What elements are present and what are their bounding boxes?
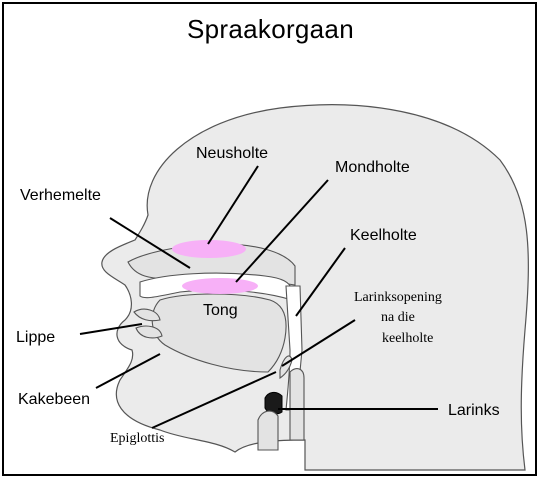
label-tong: Tong (203, 302, 238, 319)
label-larinksopening-line2: na die (381, 310, 415, 325)
esophagus (258, 411, 278, 450)
label-larinksopening-line1: Larinksopening (354, 290, 442, 305)
label-epiglottis: Epiglottis (110, 431, 164, 446)
label-keelholte: Keelholte (350, 227, 417, 244)
label-mondholte: Mondholte (335, 159, 410, 176)
label-verhemelte: Verhemelte (20, 187, 101, 204)
label-kakebeen: Kakebeen (18, 391, 90, 408)
label-neusholte: Neusholte (196, 145, 268, 162)
label-larinks: Larinks (448, 402, 500, 419)
label-lippe: Lippe (16, 329, 55, 346)
trachea (290, 369, 304, 440)
label-larinksopening-line3: keelholte (382, 331, 433, 346)
oral-cavity-highlight (182, 278, 258, 294)
